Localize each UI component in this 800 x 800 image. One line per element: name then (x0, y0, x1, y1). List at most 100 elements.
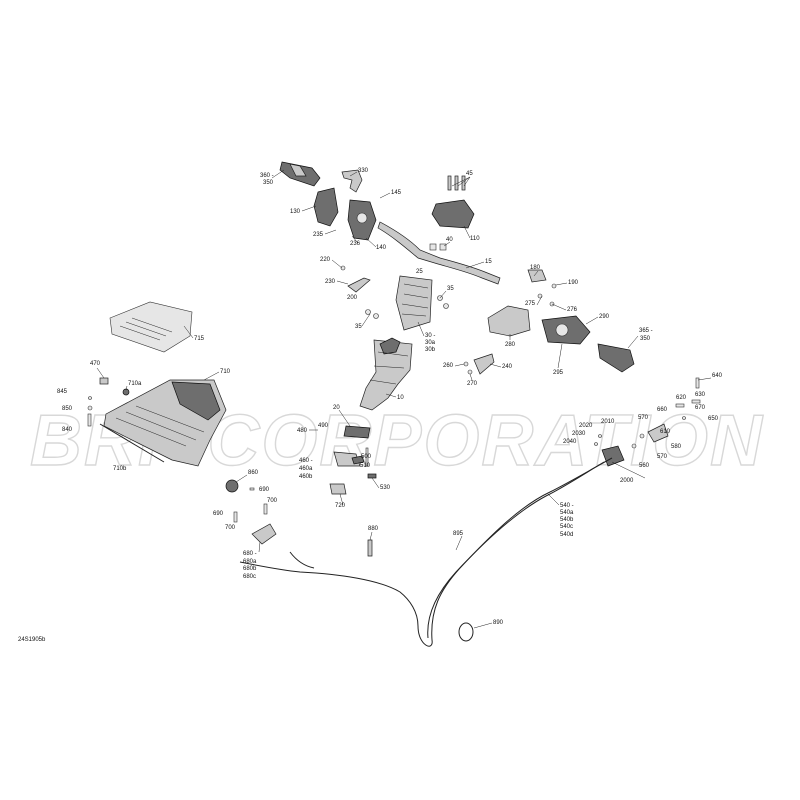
callout-180: 180 (530, 265, 541, 271)
callout-30a: 30a (425, 340, 436, 346)
steering-shaft-part (359, 337, 413, 411)
callout-220: 220 (320, 257, 331, 263)
callout-690-left: 690 (213, 511, 224, 517)
callout-540a: 540a (560, 510, 574, 516)
callout-140: 140 (376, 245, 387, 251)
callout-15: 15 (485, 259, 492, 265)
callout-680c: 680c (243, 574, 256, 580)
callout-2040: 2040 (563, 439, 577, 445)
callout-235: 235 (313, 232, 324, 238)
diagram-code: 24S1905b (18, 637, 46, 643)
throttle-cable-part (239, 457, 613, 647)
grip-part (279, 161, 321, 187)
callout-190: 190 (568, 280, 579, 286)
bracket-part (429, 243, 447, 251)
callout-145: 145 (391, 190, 402, 196)
callout-710a: 710a (128, 381, 142, 387)
clip-part (329, 483, 347, 495)
pivot-hardware-part (225, 479, 277, 545)
floor-cover-part (109, 301, 193, 353)
callout-690-right: 690 (259, 487, 270, 493)
callout-30: 30 - (425, 333, 435, 339)
callout-540b: 540b (560, 517, 574, 523)
callout-labels: 360 - 350 330 145 45 130 235 236 140 40 … (18, 168, 723, 643)
callout-640: 640 (712, 373, 723, 379)
callout-35-upper: 35 (447, 286, 454, 292)
ring-part (458, 622, 474, 642)
callout-365: 365 - (639, 328, 653, 334)
callout-710b: 710b (113, 466, 127, 472)
callout-2030: 2030 (572, 431, 586, 437)
callout-10: 10 (397, 395, 404, 401)
callout-470: 470 (90, 361, 101, 367)
callout-880: 880 (368, 526, 379, 532)
callout-45: 45 (466, 171, 473, 177)
callout-295: 295 (553, 370, 564, 376)
switch-clamp-part (431, 175, 475, 229)
callout-570-upper: 570 (638, 415, 649, 421)
lever-small-part (340, 265, 371, 293)
callout-700-left: 700 (225, 525, 236, 531)
lever-throttle-part (463, 353, 495, 375)
callout-860: 860 (248, 470, 259, 476)
callout-610: 610 (660, 429, 671, 435)
callout-680: 680 - (243, 551, 257, 557)
callout-710: 710 (220, 369, 231, 375)
callout-230: 230 (325, 279, 336, 285)
callout-270: 270 (467, 381, 478, 387)
callout-30b: 30b (425, 347, 436, 353)
cable-assembly-part (594, 423, 669, 467)
cable-adjuster-part (675, 377, 701, 420)
grip-right-part (597, 343, 635, 373)
callout-350-right: 350 (640, 336, 651, 342)
callout-540c: 540c (560, 524, 573, 530)
callout-560: 560 (639, 463, 650, 469)
callout-276: 276 (567, 307, 578, 313)
callout-2000: 2000 (620, 478, 634, 484)
callout-460b: 460b (299, 474, 313, 480)
callout-130: 130 (290, 209, 301, 215)
lever-part (341, 169, 363, 193)
switch-cover-part (313, 187, 339, 227)
callout-850: 850 (62, 406, 73, 412)
callout-2020: 2020 (579, 423, 593, 429)
switch-housing-part (347, 199, 377, 241)
throttle-housing-part (541, 315, 591, 345)
callout-290: 290 (599, 314, 610, 320)
cable-short-part (289, 551, 315, 569)
callout-25: 25 (416, 269, 423, 275)
pivot-bracket-part (333, 451, 365, 467)
callout-490: 490 (318, 423, 329, 429)
callout-460a: 460a (299, 466, 313, 472)
callout-630: 630 (695, 392, 706, 398)
callout-510: 510 (360, 463, 371, 469)
cable-end-part (367, 539, 373, 557)
bolt-set-part (365, 295, 449, 319)
callout-260: 260 (443, 363, 454, 369)
leader-lines (96, 169, 712, 629)
callout-620: 620 (676, 395, 687, 401)
callout-240: 240 (502, 364, 513, 370)
callout-720: 720 (335, 503, 346, 509)
throttle-cover-part (487, 305, 531, 337)
callout-650: 650 (708, 416, 719, 422)
pin-part (365, 447, 369, 467)
callout-350: 350 (263, 180, 274, 186)
callout-700-right: 700 (267, 498, 278, 504)
callout-200: 200 (347, 295, 358, 301)
callout-845: 845 (57, 389, 68, 395)
callout-680b: 680b (243, 566, 257, 572)
callout-670: 670 (695, 405, 706, 411)
callout-500: 500 (361, 454, 372, 460)
handlebar-part (377, 221, 501, 285)
frame-part (103, 379, 227, 467)
callout-110: 110 (470, 236, 480, 242)
callout-715: 715 (194, 336, 205, 342)
callout-460: 460 - (299, 458, 313, 464)
callout-680a: 680a (243, 559, 257, 565)
callout-330: 330 (358, 168, 369, 174)
steering-plate-part (343, 425, 371, 439)
callout-20: 20 (333, 405, 340, 411)
callout-530: 530 (380, 485, 391, 491)
